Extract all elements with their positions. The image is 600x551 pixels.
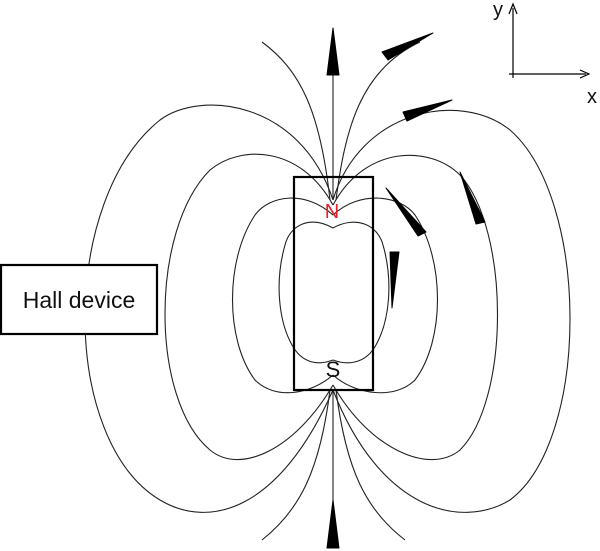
arrow-up-bottom-icon: [326, 499, 340, 549]
field-line-right-inner: [332, 197, 439, 394]
coordinate-axes: y x: [493, 0, 597, 108]
x-axis-label: x: [587, 86, 597, 108]
x-axis-arrow-icon: [579, 69, 591, 79]
field-line-top-right: [335, 41, 421, 201]
hall-device-label: Hall device: [23, 287, 136, 313]
field-line-left-innermost: [278, 221, 334, 364]
field-line-left-inner: [231, 197, 334, 394]
south-pole-label: S: [326, 357, 341, 382]
field-lines-right: [332, 109, 571, 513]
field-arrows: [326, 27, 486, 549]
field-line-left-middle: [164, 153, 334, 460]
field-line-top-left: [261, 41, 331, 201]
hall-device-box: [0, 263, 159, 336]
field-line-right-middle: [332, 154, 499, 460]
north-pole-label: N: [325, 201, 339, 223]
y-axis-label: y: [493, 0, 503, 21]
field-line-bottom-left: [261, 389, 331, 541]
arrow-inner-right-icon: [385, 187, 427, 237]
field-line-right-outer: [332, 109, 571, 513]
y-axis-arrow-icon: [508, 2, 518, 15]
bar-magnet: [292, 175, 375, 392]
arrow-innermost-right-icon: [389, 251, 400, 309]
arrow-outer-right-icon: [402, 99, 453, 122]
arrow-middle-right-icon: [459, 171, 486, 225]
arrow-up-top-icon: [326, 27, 340, 76]
field-line-bottom-right: [335, 389, 406, 541]
field-line-right-innermost: [332, 221, 390, 364]
arrow-top-right-icon: [381, 32, 434, 61]
